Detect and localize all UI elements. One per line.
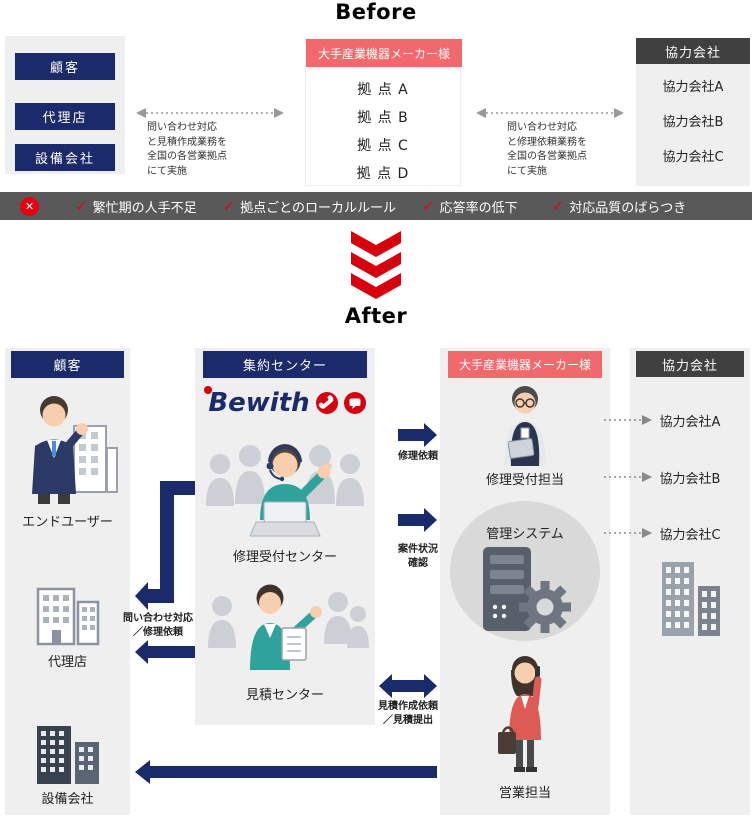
quote-double-arrow — [379, 674, 437, 698]
problem-text: 対応品質のばらつき — [569, 200, 687, 216]
before-customer-panel: 顧客 代理店 設備会社 — [5, 36, 125, 174]
estimator — [250, 584, 322, 670]
after-partner-c: 協力会社C — [659, 528, 721, 543]
sales-label: 営業担当 — [498, 786, 551, 801]
equipment-label: 設備会社 — [41, 792, 94, 807]
after-partner-column: 協力会社 協力会社A 協力会社B 協力会社C — [630, 348, 750, 815]
site-b: 拠 点 B — [357, 110, 409, 126]
inquiry-elbow-arrow — [135, 481, 195, 610]
before-partner-header: 協力会社 — [636, 38, 750, 64]
before-left-caption: 問い合わせ対応 と見積作成業務を 全国の各営業拠点 にて実施 — [147, 122, 227, 177]
after-customer-column: 顧客 — [5, 348, 130, 815]
chat-icon — [343, 392, 366, 414]
crowd-silhouettes — [208, 592, 369, 648]
x-circle-icon: ✕ — [20, 196, 39, 216]
site-c: 拠 点 C — [357, 138, 409, 154]
before-maker-panel: 大手産業機器メーカー様 拠 点 A 拠 点 B 拠 点 C 拠 点 D — [305, 38, 462, 186]
management-system-circle: 管理システム — [450, 501, 600, 641]
bewith-logo: Bewith — [195, 386, 375, 418]
after-partner-b: 協力会社B — [659, 472, 721, 487]
after-center-column: 集約センター Bewith — [195, 348, 375, 725]
before-title: Before — [335, 0, 417, 24]
before-maker-header: 大手産業機器メーカー様 — [306, 39, 462, 67]
quote-center-label: 見積センター — [245, 688, 324, 703]
before-right-dotted-arrow — [476, 108, 624, 118]
end-user-illustration — [32, 396, 118, 504]
problem-item: ✓対応品質のばらつき — [552, 197, 687, 216]
sales-illustration — [498, 656, 542, 772]
after-partner-header: 協力会社 — [636, 351, 744, 377]
after-maker-header: 大手産業機器メーカー様 — [448, 351, 602, 378]
after-partner-a: 協力会社A — [659, 415, 721, 430]
clipboard — [281, 627, 307, 661]
repair-center-label: 修理受付センター — [232, 550, 337, 565]
call-operator — [249, 444, 332, 537]
before-partner-b: 協力会社B — [662, 115, 724, 130]
site-a: 拠 点 A — [357, 82, 409, 98]
server-gear-icon — [483, 547, 571, 633]
check-icon: ✓ — [422, 197, 435, 215]
inquiry-repair-label: 問い合わせ対応 ／修理依頼 — [123, 613, 193, 638]
case-status-label: 案件状況 確認 — [398, 544, 438, 569]
quote-center-illustration — [208, 584, 369, 670]
repair-center-illustration — [206, 444, 364, 537]
logo-accent-dot — [204, 386, 213, 394]
repair-staff-illustration — [504, 386, 546, 466]
repair-staff-label: 修理受付担当 — [485, 473, 564, 488]
problem-text: 応答率の低下 — [439, 200, 518, 216]
equipment-building-icon — [37, 726, 99, 784]
agency-label: 代理店 — [47, 655, 87, 670]
phone-icon — [315, 392, 338, 414]
before-left-dotted-arrow — [136, 108, 284, 118]
end-user-label: エンドユーザー — [22, 515, 113, 530]
problem-item: ✓拠点ごとのローカルルール — [223, 197, 396, 216]
after-customer-header: 顧客 — [11, 351, 124, 378]
problem-text: 拠点ごとのローカルルール — [240, 200, 397, 216]
repair-left-arrow — [135, 640, 195, 664]
down-chevrons-icon — [351, 231, 401, 299]
buildings-backdrop — [73, 425, 118, 493]
repair-request-arrow — [398, 423, 437, 447]
after-title: After — [344, 304, 408, 328]
gear — [519, 581, 571, 633]
problem-bar: ✕ ✓繁忙期の人手不足 ✓拠点ごとのローカルルール ✓応答率の低下 ✓対応品質の… — [0, 192, 752, 220]
center-column-header: 集約センター — [203, 351, 367, 378]
before-customer-box: 顧客 — [15, 53, 115, 80]
before-partner-a: 協力会社A — [662, 80, 724, 95]
check-icon: ✓ — [75, 197, 88, 215]
problem-item: ✓繁忙期の人手不足 — [75, 197, 197, 216]
agency-building-icon — [36, 587, 100, 646]
partner-building-icon — [662, 562, 720, 636]
case-status-arrow — [398, 508, 437, 532]
problem-item: ✓応答率の低下 — [422, 197, 518, 216]
before-partner-panel: 協力会社 協力会社A 協力会社B 協力会社C — [636, 38, 750, 186]
sales-bottom-arrow — [135, 760, 437, 784]
repair-request-label: 修理依頼 — [398, 451, 438, 462]
after-maker-column: 大手産業機器メーカー様 修理受付担当 管理システム — [440, 348, 610, 815]
before-right-caption: 問い合わせ対応 と修理依頼業務を 全国の各営業拠点 にて実施 — [507, 122, 587, 177]
before-partner-c: 協力会社C — [662, 150, 724, 165]
site-d: 拠 点 D — [356, 166, 410, 182]
before-equipment-box: 設備会社 — [15, 144, 115, 171]
end-user-person — [32, 396, 88, 504]
before-agency-box: 代理店 — [15, 103, 115, 130]
check-icon: ✓ — [551, 197, 565, 215]
system-label: 管理システム — [486, 527, 564, 542]
logo-text: Bewith — [208, 388, 310, 418]
problem-text: 繁忙期の人手不足 — [92, 200, 197, 216]
quote-request-label: 見積作成依頼 ／見積提出 — [378, 701, 438, 726]
check-icon: ✓ — [222, 197, 236, 215]
